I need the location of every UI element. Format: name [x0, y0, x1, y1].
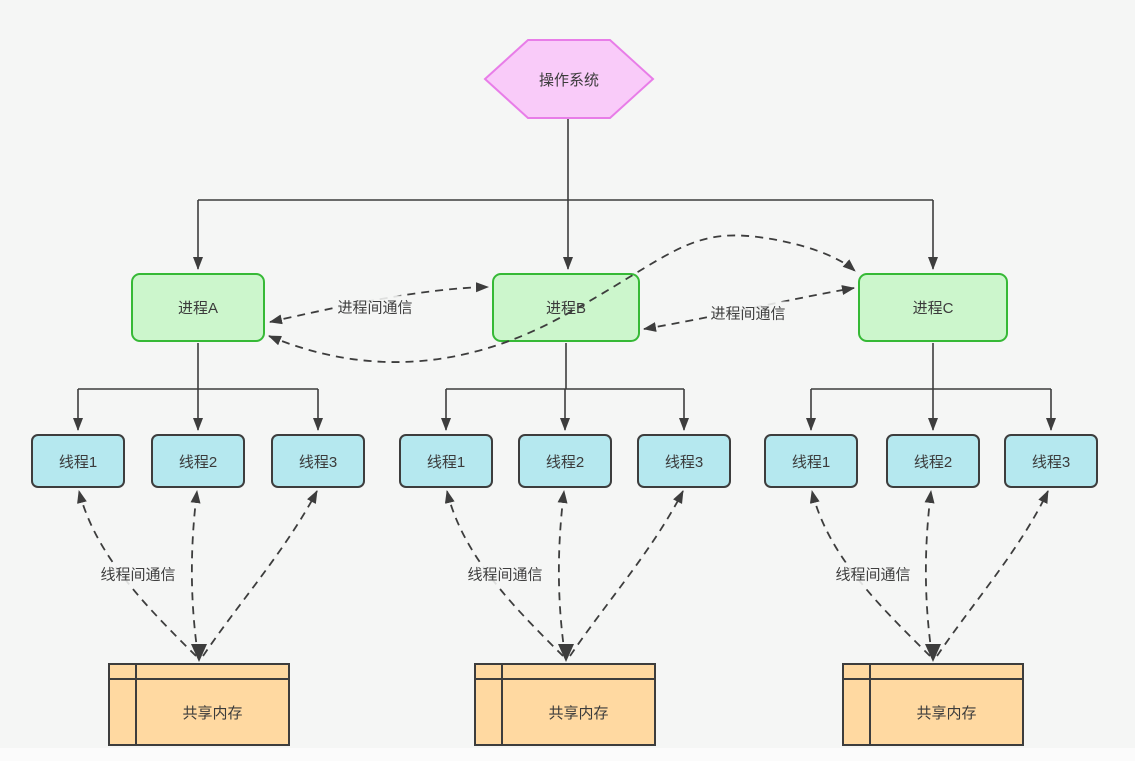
edge-label-ipc-a-b: 进程间通信: [334, 295, 416, 319]
thread-c3-label: 线程3: [1031, 453, 1071, 471]
thread-node-a1: 线程1: [31, 434, 125, 488]
arrowhead-memory-b: [558, 644, 574, 662]
thread-node-c3: 线程3: [1004, 434, 1098, 488]
memory-left-divider: [501, 665, 503, 744]
thread-b3-label: 线程3: [664, 453, 704, 471]
thread-node-a3: 线程3: [271, 434, 365, 488]
edge-itc-b3: [569, 490, 684, 657]
thread-node-b2: 线程2: [518, 434, 612, 488]
process-a-label: 进程A: [177, 300, 218, 317]
memory-b-label: 共享内存: [548, 704, 609, 722]
edge-itc-b2: [557, 490, 568, 657]
os-node-label: 操作系统: [538, 71, 599, 89]
process-node-b: 进程B: [492, 273, 640, 342]
arrowhead-memory-c: [925, 644, 941, 662]
edge-itc-c3: [936, 490, 1049, 657]
memory-node-c: 共享内存: [842, 663, 1024, 746]
edge-label-itc-b: 线程间通信: [464, 562, 546, 586]
thread-b1-label: 线程1: [426, 453, 466, 471]
thread-node-a2: 线程2: [151, 434, 245, 488]
thread-a2-label: 线程2: [178, 453, 218, 471]
hexagon-shape: [483, 39, 655, 119]
thread-c1-label: 线程1: [791, 453, 831, 471]
memory-top-divider: [110, 678, 288, 680]
thread-node-c2: 线程2: [886, 434, 980, 488]
edge-itc-c2: [924, 490, 935, 657]
page-bottom-gap: [0, 748, 1135, 761]
os-node: 操作系统: [483, 39, 655, 119]
memory-left-divider: [869, 665, 871, 744]
edge-label-itc-c: 线程间通信: [832, 562, 914, 586]
edge-itc-a3: [202, 490, 318, 657]
process-node-c: 进程C: [858, 273, 1008, 342]
thread-node-c1: 线程1: [764, 434, 858, 488]
process-b-label: 进程B: [545, 300, 586, 317]
memory-c-label: 共享内存: [916, 704, 977, 722]
memory-node-a: 共享内存: [108, 663, 290, 746]
thread-node-b1: 线程1: [399, 434, 493, 488]
memory-node-b: 共享内存: [474, 663, 656, 746]
process-c-label: 进程C: [912, 300, 954, 317]
memory-a-label: 共享内存: [182, 704, 243, 722]
memory-left-divider: [135, 665, 137, 744]
arrowhead-memory-a: [191, 644, 207, 662]
thread-a3-label: 线程3: [298, 453, 338, 471]
thread-c2-label: 线程2: [913, 453, 953, 471]
edge-label-ipc-b-c: 进程间通信: [707, 301, 789, 325]
memory-top-divider: [844, 678, 1022, 680]
memory-top-divider: [476, 678, 654, 680]
thread-a1-label: 线程1: [58, 453, 98, 471]
thread-node-b3: 线程3: [637, 434, 731, 488]
process-node-a: 进程A: [131, 273, 265, 342]
thread-b2-label: 线程2: [545, 453, 585, 471]
edge-label-itc-a: 线程间通信: [97, 562, 179, 586]
edge-itc-a2: [190, 490, 201, 657]
